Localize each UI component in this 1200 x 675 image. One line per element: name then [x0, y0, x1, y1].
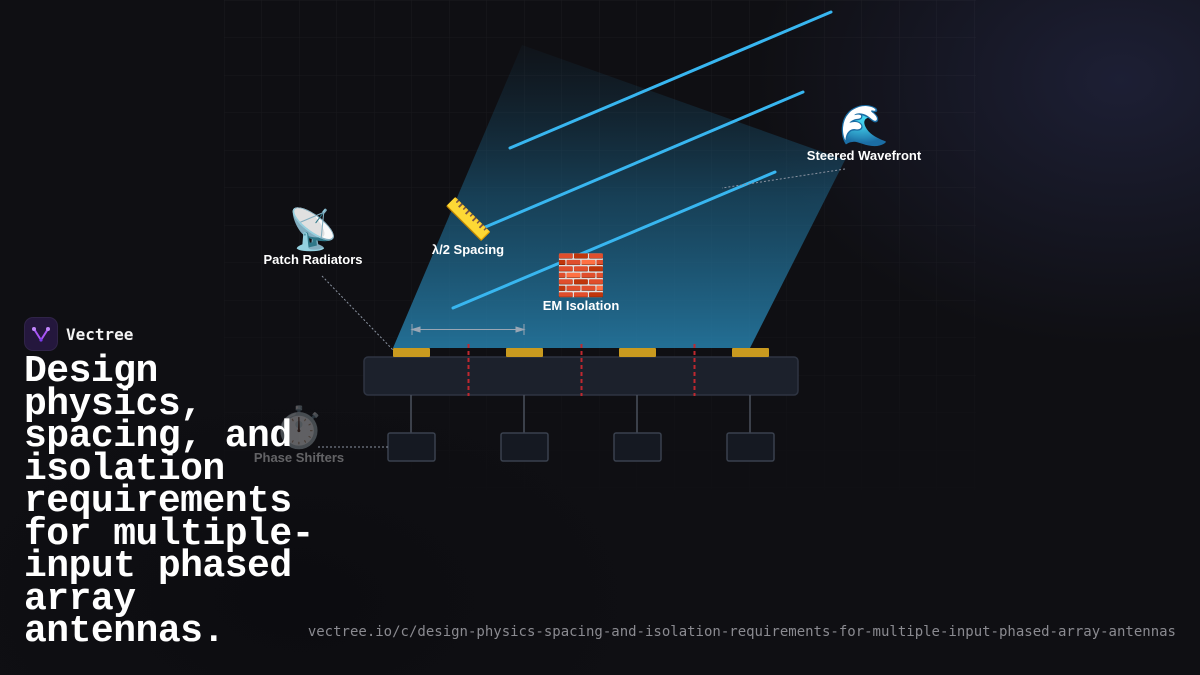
- em-isolation-label: EM Isolation: [542, 298, 620, 313]
- patch-radiator: [393, 348, 430, 357]
- em-isolation-callout: 🧱 EM Isolation: [543, 254, 620, 313]
- page-url: vectree.io/c/design-physics-spacing-and-…: [307, 624, 1176, 640]
- ruler-icon: 📏: [443, 198, 493, 242]
- phase-shifter-box: [387, 432, 436, 462]
- wavefront-line: [481, 90, 805, 230]
- brand: Vectree: [24, 317, 133, 351]
- spacing-label: λ/2 Spacing: [431, 242, 505, 257]
- patch-radiator: [732, 348, 769, 357]
- phase-shifter-box: [726, 432, 775, 462]
- patch-radiators-callout: 📡 Patch Radiators: [264, 208, 363, 267]
- wave-icon: 🌊: [839, 104, 889, 148]
- vectree-logo-icon: [24, 317, 58, 351]
- wavefront-line: [508, 10, 833, 150]
- phase-shifters-callout: ⏱️ Phase Shifters: [254, 406, 344, 465]
- wavefront-line: [451, 170, 777, 310]
- wavefront-lines: [451, 10, 833, 310]
- phase-shifters-label: Phase Shifters: [253, 450, 345, 465]
- phase-shifter-box: [613, 432, 662, 462]
- patch-radiator: [506, 348, 543, 357]
- brick-wall-icon: 🧱: [556, 254, 606, 298]
- phase-shifter-box: [500, 432, 549, 462]
- array-elements: [387, 344, 775, 462]
- steered-wavefront-callout: 🌊 Steered Wavefront: [807, 104, 921, 163]
- stopwatch-icon: ⏱️: [274, 406, 324, 450]
- leader-lines: [318, 168, 846, 448]
- brand-name: Vectree: [66, 324, 134, 344]
- steered-wavefront-label: Steered Wavefront: [806, 148, 922, 163]
- satellite-antenna-icon: 📡: [288, 208, 338, 252]
- spacing-callout: 📏 λ/2 Spacing: [432, 198, 504, 257]
- page-title: Design physics, spacing, and isolation r…: [24, 350, 314, 653]
- spacing-dimension: [410, 324, 526, 335]
- patch-radiators-label: Patch Radiators: [263, 252, 363, 267]
- patch-radiator: [619, 348, 656, 357]
